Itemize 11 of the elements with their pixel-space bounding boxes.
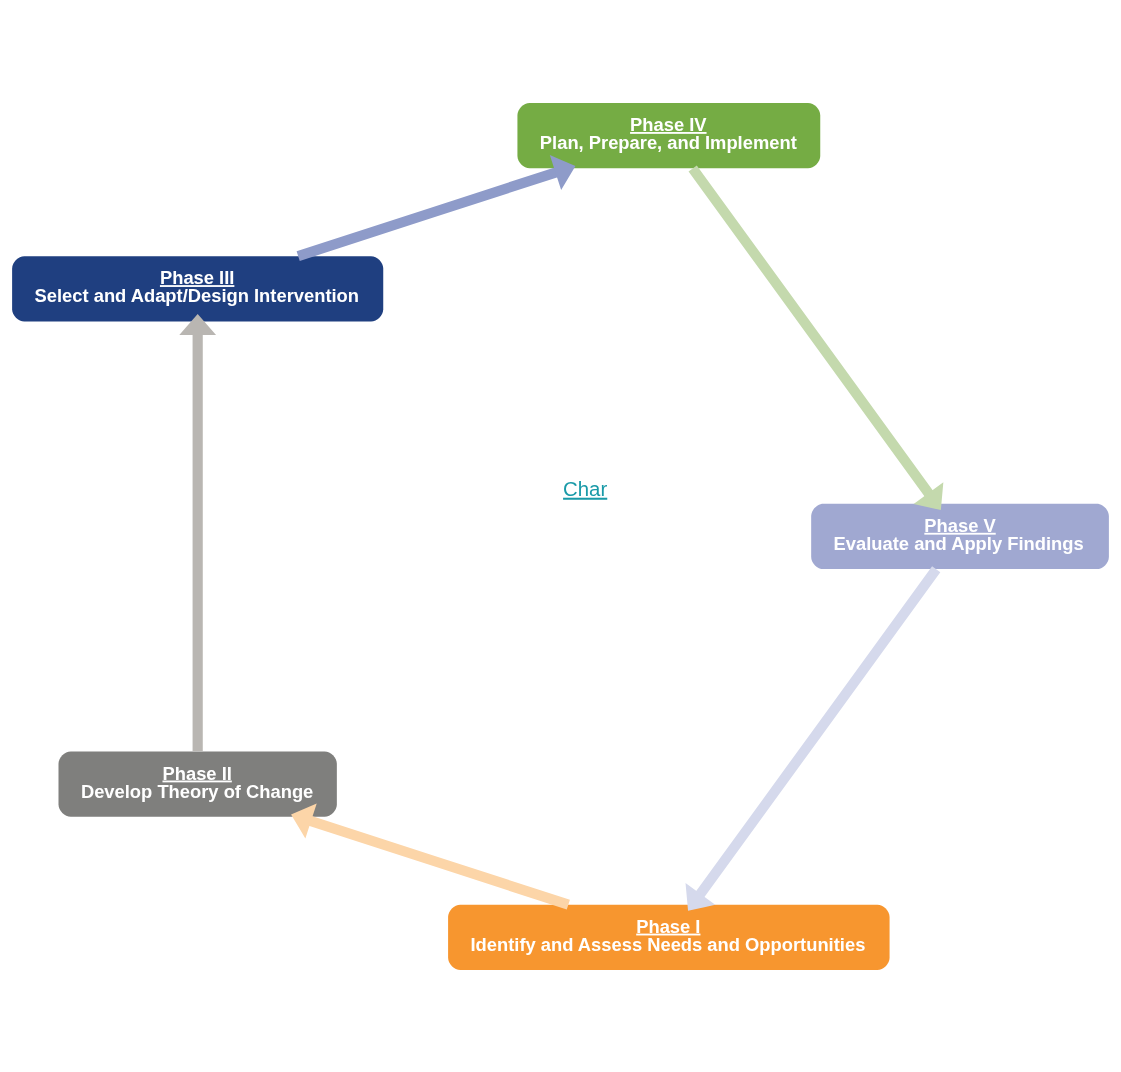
node-box: Phase I Identify and Assess Needs and Opportunities [448, 904, 890, 970]
arrow [291, 803, 570, 909]
node-box: Phase III Select and Adapt/Design Intervention [12, 255, 384, 321]
label: Char [563, 477, 608, 500]
arrow [688, 165, 944, 510]
arrow [685, 565, 941, 911]
node-box: Phase II Develop Theory of Change [58, 751, 337, 817]
node-box: Phase V Evaluate and Apply Findings [811, 503, 1109, 569]
node-box: Phase IV Plan, Prepare, and Implement [517, 102, 821, 168]
arrow [296, 154, 576, 261]
arrow [179, 313, 217, 751]
